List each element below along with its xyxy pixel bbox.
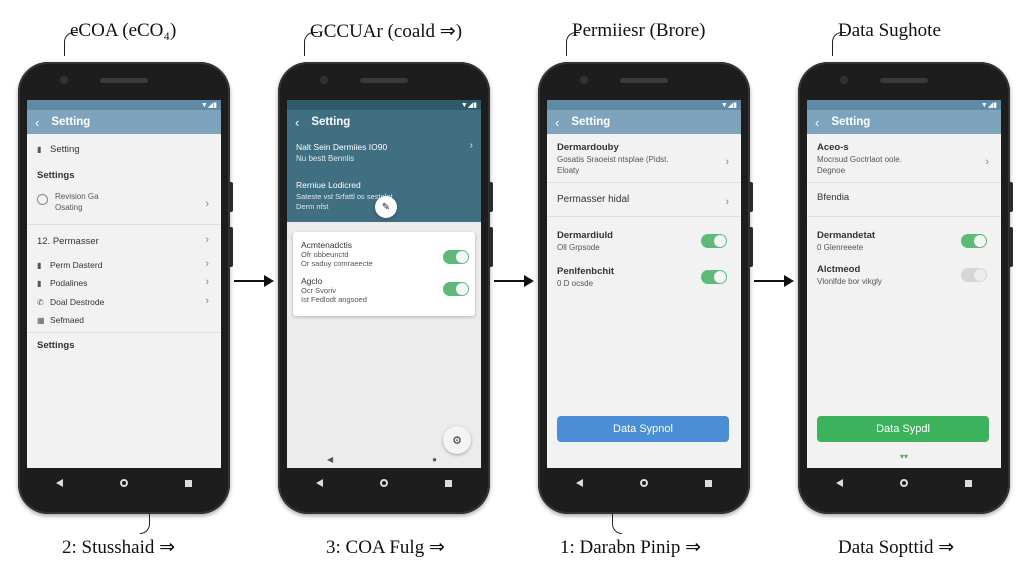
share-icon[interactable]: ⚙ bbox=[443, 426, 471, 454]
list-item: Dermandetat 0 Glenreeete bbox=[817, 230, 876, 252]
screen: ▼◢▮ ‹ Setting Dermardouby Gosatis Sraoei… bbox=[547, 100, 741, 468]
nav-back-icon[interactable]: ◀ bbox=[327, 455, 334, 464]
nav-back-icon[interactable] bbox=[575, 479, 583, 487]
app-bar: ‹ Setting bbox=[287, 110, 481, 134]
settings-card: Acmtenadctis Ofr obbeunctd Or saduy comr… bbox=[293, 232, 475, 316]
chevron-right-icon: › bbox=[205, 198, 209, 210]
phone-icon: ✆ bbox=[37, 298, 44, 307]
nav-back-icon[interactable] bbox=[55, 479, 63, 487]
list-item: Penlfenbchit 0 D ocsde bbox=[557, 266, 615, 288]
screen-title: Setting bbox=[571, 116, 611, 128]
screen: ▼◢▮ ‹ Setting Nalt Sein Dermiies IO90 Nu… bbox=[287, 100, 481, 468]
caption-bottom-1: 2: Stusshaid ⇒ bbox=[62, 537, 176, 558]
screen: ▼◢▮ ‹ Setting Aceo-s Mocrsud Goctrlaot o… bbox=[807, 100, 1001, 468]
nav-home-icon[interactable]: ● bbox=[432, 455, 437, 464]
folder-icon: ▮ bbox=[37, 145, 42, 154]
nav-recent-icon[interactable] bbox=[965, 479, 973, 487]
toggle-switch[interactable] bbox=[443, 282, 469, 296]
radio-icon bbox=[37, 194, 48, 205]
data-sync-button[interactable]: Data Sypnol bbox=[557, 416, 729, 442]
status-bar: ▼◢▮ bbox=[27, 100, 221, 110]
grid-icon: ▦ bbox=[37, 316, 45, 325]
arrow-right-icon bbox=[494, 273, 534, 289]
screen-title: Setting bbox=[311, 116, 351, 128]
chevron-right-icon: › bbox=[205, 234, 209, 246]
list-item[interactable]: Permasser hidal › bbox=[557, 194, 729, 208]
nav-bar bbox=[547, 468, 741, 498]
app-bar: ‹ Setting bbox=[27, 110, 221, 134]
nav-bar bbox=[287, 468, 481, 498]
list-item[interactable]: ✆Doal Destrode › bbox=[37, 295, 209, 307]
chevron-right-icon: › bbox=[725, 196, 729, 208]
phone-1: ▼◢▮ ‹ Setting ▮Setting Settings Revision… bbox=[18, 62, 233, 514]
list-item[interactable]: ▦Sefmaed bbox=[37, 315, 85, 325]
nav-recent-icon[interactable] bbox=[185, 479, 193, 487]
app-bar: ‹ Setting bbox=[807, 110, 1001, 134]
list-item[interactable]: ▮Perm Dasterd › bbox=[37, 258, 209, 270]
back-arrow-icon[interactable]: ‹ bbox=[35, 114, 40, 130]
back-arrow-icon[interactable]: ‹ bbox=[815, 114, 820, 130]
toggle-switch[interactable] bbox=[701, 270, 727, 284]
phone-3: ▼◢▮ ‹ Setting Dermardouby Gosatis Sraoei… bbox=[538, 62, 753, 514]
list-item: Alctmeod Vlonlfde bor vikgly bbox=[817, 264, 882, 286]
nav-home-icon[interactable] bbox=[899, 479, 908, 487]
toggle-switch[interactable] bbox=[701, 234, 727, 248]
screen-title: Setting bbox=[831, 116, 871, 128]
chevron-right-icon: › bbox=[725, 156, 729, 168]
nav-home-icon[interactable] bbox=[119, 479, 128, 487]
nav-bar bbox=[807, 468, 1001, 498]
nav-recent-icon[interactable] bbox=[445, 479, 453, 487]
nav-home-icon[interactable] bbox=[379, 479, 388, 487]
edit-icon[interactable]: ✎ bbox=[375, 196, 397, 218]
caption-bottom-2: 3: COA Fulg ⇒ bbox=[326, 537, 445, 558]
list-item[interactable]: ▮Podalines › bbox=[37, 276, 209, 288]
list-item[interactable]: Bfendia bbox=[817, 192, 850, 203]
chevron-right-icon: › bbox=[469, 140, 473, 151]
screen-title: Setting bbox=[51, 116, 91, 128]
chevron-right-icon: › bbox=[205, 258, 209, 270]
folder-icon: ▮ bbox=[37, 261, 42, 270]
list-item[interactable]: Revision Ga Osating › bbox=[37, 192, 211, 212]
arrow-right-icon bbox=[234, 273, 274, 289]
section-header: Settings bbox=[37, 340, 75, 351]
nav-recent-icon[interactable] bbox=[705, 479, 713, 487]
section-header: Settings bbox=[37, 170, 75, 181]
caption-top-4: Data Sughote bbox=[838, 20, 941, 41]
back-arrow-icon[interactable]: ‹ bbox=[295, 114, 300, 130]
chevron-right-icon: › bbox=[985, 156, 989, 168]
chevron-right-icon: › bbox=[205, 276, 209, 288]
toggle-switch[interactable] bbox=[961, 234, 987, 248]
back-arrow-icon[interactable]: ‹ bbox=[555, 114, 560, 130]
list-item[interactable]: Dermardouby Gosatis Sraoeist ntsplae (Pi… bbox=[557, 142, 729, 175]
status-bar: ▼◢▮ bbox=[807, 100, 1001, 110]
phone-2: ▼◢▮ ‹ Setting Nalt Sein Dermiies IO90 Nu… bbox=[278, 62, 493, 514]
toggle-switch[interactable] bbox=[961, 268, 987, 282]
list-item: Dermardiuld Oll Grpsode bbox=[557, 230, 613, 252]
arrow-right-icon bbox=[754, 273, 794, 289]
toggle-switch[interactable] bbox=[443, 250, 469, 264]
list-item[interactable]: Aceo-s Mocrsud Goctrlaot oole. Degnoe › bbox=[817, 142, 989, 175]
chevron-right-icon: › bbox=[205, 295, 209, 307]
app-bar: ‹ Setting bbox=[547, 110, 741, 134]
nav-back-icon[interactable] bbox=[315, 479, 323, 487]
data-sync-button[interactable]: Data Sypdl bbox=[817, 416, 989, 442]
list-item[interactable]: ▮Setting bbox=[37, 144, 80, 155]
chevron-down-icon: ▾▾ bbox=[899, 452, 909, 461]
list-item[interactable]: 12. Permasser › bbox=[37, 234, 209, 247]
caption-bottom-3: 1: Darabn Pinip ⇒ bbox=[560, 537, 701, 558]
caption-top-2: GCCUAr (coald ⇒) bbox=[310, 21, 463, 42]
nav-home-icon[interactable] bbox=[639, 479, 648, 487]
phone-4: ▼◢▮ ‹ Setting Aceo-s Mocrsud Goctrlaot o… bbox=[798, 62, 1013, 514]
status-bar: ▼◢▮ bbox=[547, 100, 741, 110]
caption-bottom-4: Data Sopttid ⇒ bbox=[838, 537, 955, 558]
screen: ▼◢▮ ‹ Setting ▮Setting Settings Revision… bbox=[27, 100, 221, 468]
status-bar: ▼◢▮ bbox=[287, 100, 481, 110]
caption-top-3: Permiiesr (Brore) bbox=[572, 20, 706, 41]
caption-top-1: eCOA (eCO₄) bbox=[70, 20, 177, 41]
info-panel: Nalt Sein Dermiies IO90 Nu bestt Bennlis… bbox=[287, 134, 481, 222]
folder-icon: ▮ bbox=[37, 279, 42, 288]
nav-bar bbox=[27, 468, 221, 498]
nav-back-icon[interactable] bbox=[835, 479, 843, 487]
